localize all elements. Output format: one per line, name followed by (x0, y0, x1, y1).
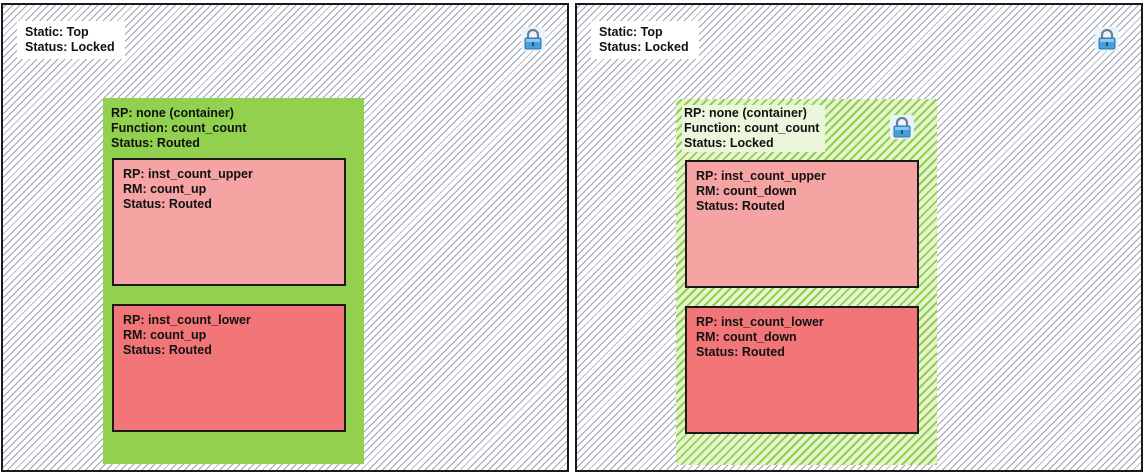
static-status: Status: Locked (25, 40, 115, 54)
padlock-icon (890, 115, 914, 139)
rp-box-lower: RP: inst_count_lower RM: count_up Status… (112, 304, 346, 432)
rp-upper-label: RP: inst_count_upper RM: count_up Status… (123, 167, 253, 212)
rp-lower-rm: RM: count_down (696, 330, 797, 344)
static-status: Status: Locked (599, 40, 689, 54)
static-label: Static: Top Status: Locked (17, 21, 125, 59)
container-function: Function: count_count (111, 121, 247, 135)
container-status: Status: Locked (684, 136, 774, 150)
container-label: RP: none (container) Function: count_cou… (111, 106, 246, 151)
container-rp: RP: none (container) (111, 106, 234, 120)
static-name: Static: Top (599, 25, 663, 39)
rp-upper-status: Status: Routed (123, 197, 212, 211)
rp-lower-status: Status: Routed (123, 343, 212, 357)
static-label: Static: Top Status: Locked (591, 21, 699, 59)
rp-upper-rm: RM: count_down (696, 184, 797, 198)
rp-box-lower: RP: inst_count_lower RM: count_down Stat… (685, 306, 919, 434)
container-label: RP: none (container) Function: count_cou… (682, 105, 826, 152)
rp-lower-label: RP: inst_count_lower RM: count_up Status… (123, 313, 251, 358)
static-region-left: Static: Top Status: Locked RP: none (con… (1, 3, 569, 472)
padlock-icon (521, 27, 545, 51)
container-rp: RP: none (container) (684, 106, 807, 120)
container-partition: RP: none (container) Function: count_cou… (103, 98, 364, 464)
rp-upper-label: RP: inst_count_upper RM: count_down Stat… (696, 169, 826, 214)
container-partition: RP: none (container) Function: count_cou… (676, 99, 937, 465)
rp-upper-status: Status: Routed (696, 199, 785, 213)
rp-lower-label: RP: inst_count_lower RM: count_down Stat… (696, 315, 824, 360)
rp-box-upper: RP: inst_count_upper RM: count_up Status… (112, 158, 346, 286)
padlock-icon (1095, 27, 1119, 51)
rp-upper-rm: RM: count_up (123, 182, 207, 196)
rp-lower-name: RP: inst_count_lower (696, 315, 824, 329)
container-status: Status: Routed (111, 136, 200, 150)
rp-lower-status: Status: Routed (696, 345, 785, 359)
rp-box-upper: RP: inst_count_upper RM: count_down Stat… (685, 160, 919, 288)
static-name: Static: Top (25, 25, 89, 39)
rp-upper-name: RP: inst_count_upper (123, 167, 253, 181)
static-region-right: Static: Top Status: Locked RP: none (con… (575, 3, 1143, 472)
rp-upper-name: RP: inst_count_upper (696, 169, 826, 183)
rp-lower-rm: RM: count_up (123, 328, 207, 342)
container-function: Function: count_count (684, 121, 820, 135)
rp-lower-name: RP: inst_count_lower (123, 313, 251, 327)
